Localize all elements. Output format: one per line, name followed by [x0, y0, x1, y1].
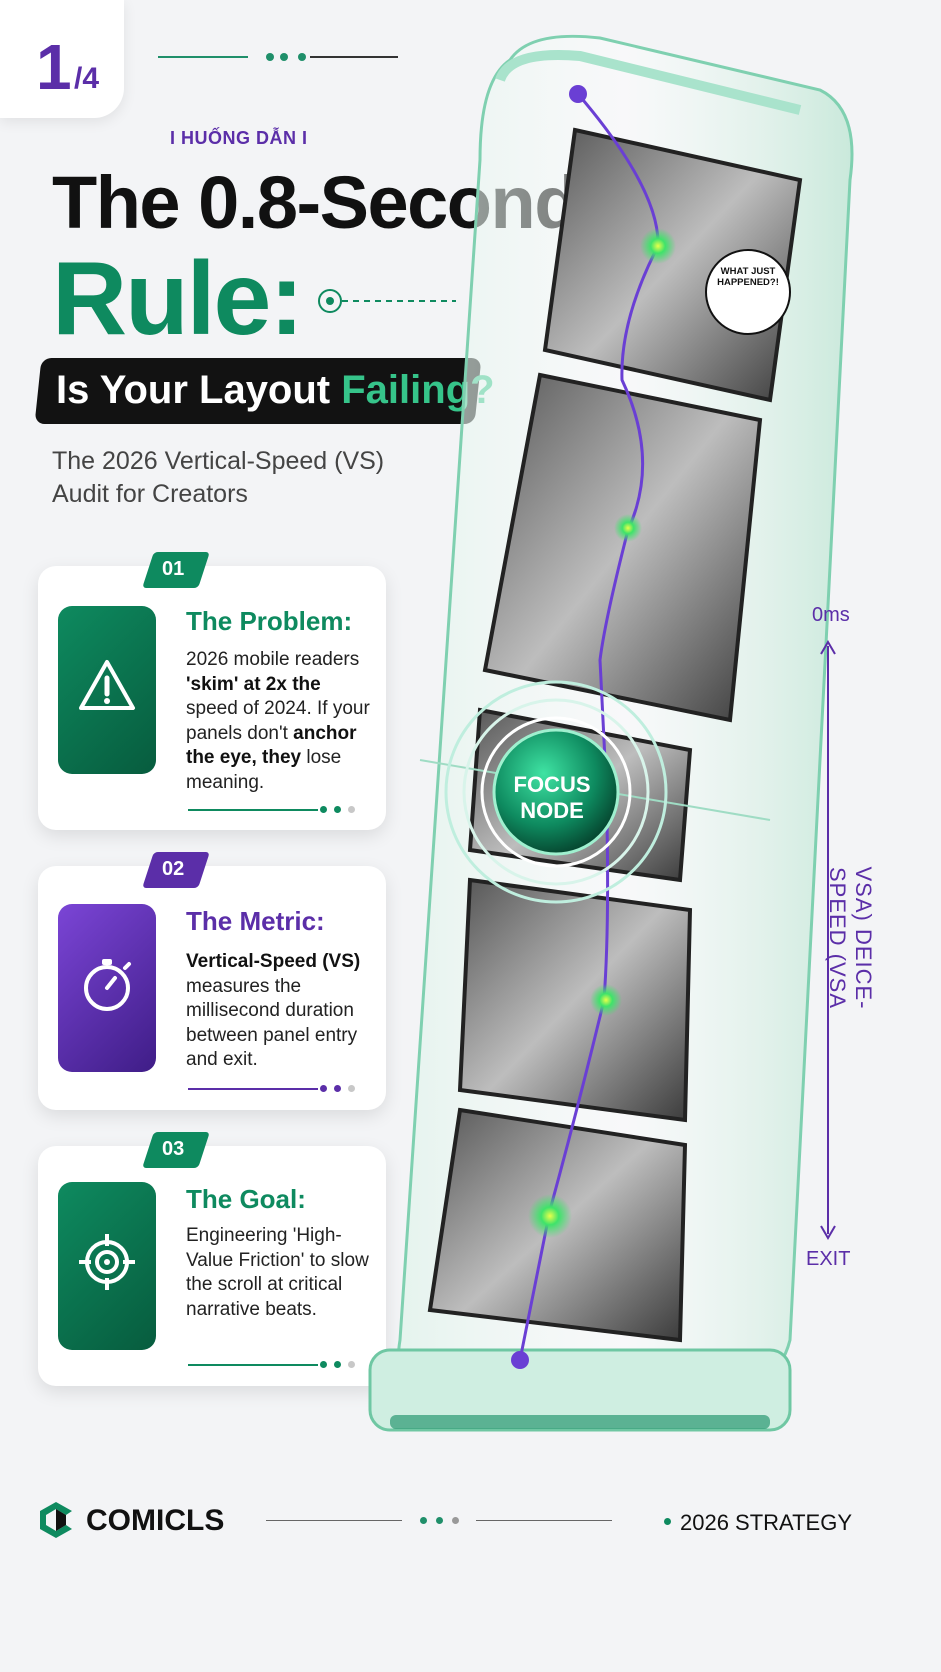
card-problem: 01 The Problem: 2026 mobile readers 'ski…: [38, 552, 386, 830]
axis-start-label: 0ms: [812, 604, 850, 626]
footer-line-right: [476, 1520, 612, 1521]
page-indicator: 1 /4: [0, 0, 124, 118]
footer-decor-dot: [420, 1517, 427, 1524]
card-goal: 03 The Goal: Engineering 'High-Value Fri…: [38, 1132, 386, 1386]
card-number: 01: [162, 558, 185, 580]
speech-bubble-text: WHAT JUST HAPPENED?!: [717, 266, 779, 288]
top-decor-dot: [298, 53, 306, 61]
comic-panel: [457, 877, 693, 1123]
card-title: The Goal:: [186, 1184, 306, 1214]
card-footer-dot: [334, 806, 341, 813]
footer-tag: 2026 STRATEGY: [680, 1510, 852, 1535]
brand-logo-icon: [40, 1502, 72, 1538]
footer-decor-dot: [452, 1517, 459, 1524]
card-metric: 02 The Metric: Vertical-Speed (VS) measu…: [38, 852, 386, 1110]
card-title: The Problem:: [186, 606, 353, 636]
warning-icon: [79, 660, 135, 710]
page-current: 1: [36, 31, 72, 103]
footer-decor-dot: [436, 1517, 443, 1524]
card-footer-dot: [348, 806, 355, 813]
focus-node-label: FOCUS NODE: [513, 772, 591, 823]
card-number: 03: [162, 1138, 185, 1160]
footer-bullet: [664, 1518, 671, 1525]
brand-name: COMICLS: [86, 1504, 225, 1537]
axis-arrow: [820, 640, 836, 1240]
speech-bubble: [705, 249, 791, 335]
axis-end-label: EXIT: [806, 1248, 851, 1270]
card-body: 2026 mobile readers 'skim' at 2x the spe…: [186, 649, 370, 793]
top-decor-line-left: [158, 56, 248, 58]
focus-node: [419, 680, 771, 904]
card-title: The Metric:: [186, 906, 325, 936]
eyebrow-label: I HUỐNG DẪN I: [170, 128, 308, 148]
headline-line-2: Rule:: [52, 241, 304, 357]
footer-line-left: [266, 1520, 402, 1521]
card-footer-dot: [334, 1085, 341, 1092]
card-icon-box: [58, 1182, 156, 1350]
top-decor-dot: [266, 53, 274, 61]
card-footer-dot: [334, 1361, 341, 1368]
card-footer-dot: [320, 806, 327, 813]
card-footer-line: [188, 809, 318, 811]
card-footer-dot: [348, 1361, 355, 1368]
stopwatch-icon: [84, 959, 131, 1011]
card-body: Engineering 'High-Value Friction' to slo…: [186, 1225, 369, 1320]
crosshair-decor-icon: [318, 289, 456, 313]
card-icon-box: [58, 904, 156, 1072]
top-decor-dot: [280, 53, 288, 61]
card-icon-box: [58, 606, 156, 774]
card-footer-dot: [348, 1085, 355, 1092]
glass-scroll-illustration: [368, 34, 854, 1432]
card-footer-dot: [320, 1085, 327, 1092]
card-body: Vertical-Speed (VS) measures the millise…: [186, 951, 361, 1070]
page-total: /4: [74, 62, 100, 95]
card-footer-line: [188, 1364, 318, 1366]
card-number: 02: [162, 858, 185, 880]
target-icon: [79, 1234, 135, 1290]
card-footer-dot: [320, 1361, 327, 1368]
top-decor-line-right: [310, 56, 398, 58]
subtitle: The 2026 Vertical-Speed (VS) Audit for C…: [52, 447, 385, 508]
card-footer-line: [188, 1088, 318, 1090]
axis-label: VSA) DEICE-SPEED (VSA: [825, 866, 876, 1010]
